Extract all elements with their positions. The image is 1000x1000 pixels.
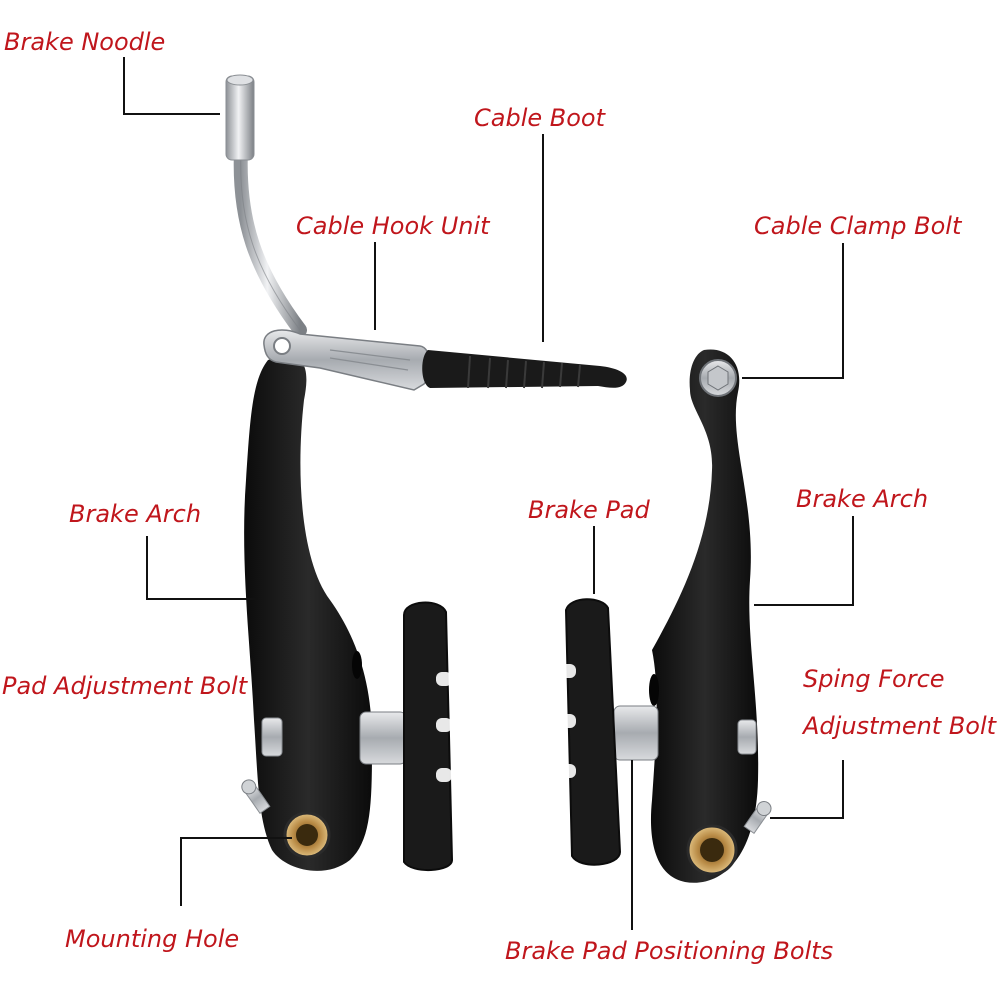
- label-pad-adjustment-bolt: Pad Adjustment Bolt: [2, 672, 248, 700]
- label-cable-hook-unit: Cable Hook Unit: [296, 212, 490, 240]
- leader-brake-noodle: [123, 57, 220, 115]
- label-cable-boot: Cable Boot: [474, 104, 606, 132]
- leader-mounting-hole: [180, 837, 292, 906]
- right-arm-body: [650, 349, 759, 883]
- leader-cable-clamp-bolt: [742, 243, 844, 379]
- left-arm-body: [244, 356, 372, 871]
- noodle-tube: [233, 143, 307, 337]
- leader-brake-arch-right: [754, 516, 854, 606]
- left-brake-arm: [225, 74, 627, 872]
- noodle-cap: [225, 75, 255, 161]
- label-spring-force-line2: Adjustment Bolt: [803, 712, 997, 740]
- right-brake-pad: [564, 598, 622, 866]
- label-mounting-hole: Mounting Hole: [65, 925, 240, 953]
- leader-lines: [123, 57, 854, 930]
- label-spring-force-line1: Sping Force: [803, 665, 945, 693]
- leader-brake-arch-left: [146, 536, 258, 600]
- right-pad-holder: [613, 705, 659, 761]
- leader-spring-force: [770, 760, 844, 819]
- right-brake-arm: [560, 349, 772, 883]
- left-brake-pad: [403, 601, 454, 872]
- label-cable-clamp-bolt: Cable Clamp Bolt: [754, 212, 962, 240]
- label-brake-arch-right: Brake Arch: [796, 485, 929, 513]
- left-pad-holder: [359, 711, 407, 765]
- label-brake-pad: Brake Pad: [528, 496, 650, 524]
- label-brake-noodle: Brake Noodle: [4, 28, 166, 56]
- label-brake-pad-positioning-bolts: Brake Pad Positioning Bolts: [505, 937, 834, 965]
- label-brake-arch-left: Brake Arch: [69, 500, 202, 528]
